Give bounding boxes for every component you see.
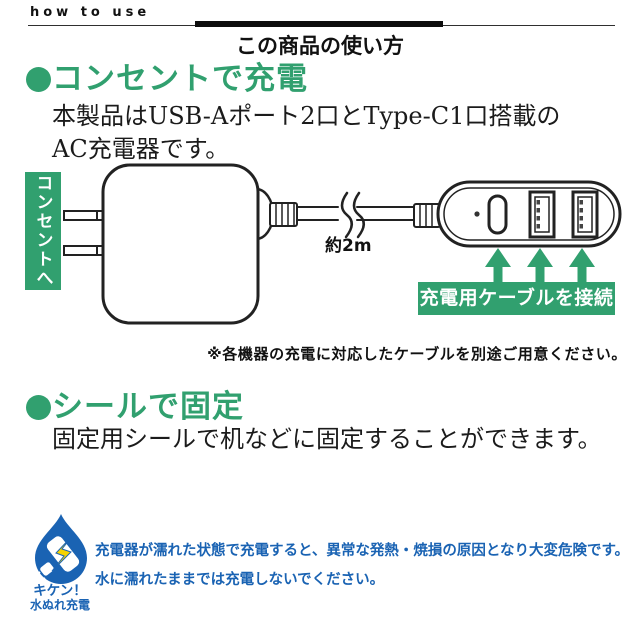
charge-description-line1: 本製品はUSB-Aポート2口とType-C1口搭載の [52,102,561,130]
warning-text-line1: 充電器が濡れた状態で充電すると、異常な発熱・焼損の原因となり大変危険です。 [95,543,630,559]
up-arrow-icon [527,248,553,283]
led-dot [474,211,480,217]
header-thick-rule [195,21,443,27]
ac-adapter-body [101,163,260,325]
connect-cable-banner: 充電用ケーブルを接続 [418,282,615,315]
adapter-strain-relief [269,202,298,227]
hub-strain-relief [413,203,441,228]
cable-note: ※各機器の充電に対応したケーブルを別途ご用意ください。 [207,345,627,363]
plug-prong-lines [35,571,46,582]
type-c-port [487,194,508,235]
outlet-label: コンセントへ [25,172,61,290]
up-arrow-icon [485,248,511,283]
section-heading-seal-label: シールで固定 [52,389,244,425]
usb-a-port-2 [571,190,599,239]
section-heading-charge: コンセントで充電 [26,60,308,98]
up-arrow-icon [569,248,595,283]
usb-cable [296,206,415,221]
warning-caption-line1: キケン！ [33,583,87,599]
section-heading-charge-label: コンセントで充電 [52,61,308,97]
cable-break-mark [340,191,365,239]
warning-text-line2: 水に濡れたままでは充電しないでください。 [95,571,385,588]
lightning-bolt-icon [51,533,75,572]
warning-text: 充電器が濡れた状態で充電すると、異常な発熱・焼損の原因となり大変危険です。 水に… [95,537,629,594]
eyebrow-how-to-use: how to use [30,5,151,20]
plug-shape [40,562,54,576]
page-title: この商品の使い方 [236,33,404,58]
charge-description-line2: AC充電器です。 [52,135,230,163]
green-bullet-icon [26,394,51,420]
seal-description: 固定用シールで机などに固定することができます。 [52,425,602,453]
green-bullet-icon [26,66,51,92]
charge-description: 本製品はUSB-Aポート2口とType-C1口搭載の AC充電器です。 [52,100,560,166]
charger-diagram [63,163,622,325]
usb-a-port-1 [528,190,556,239]
cable-length-label: 約2m [325,236,372,256]
section-heading-seal: シールで固定 [26,388,244,426]
plug-prongs [63,210,107,256]
water-drop-warning-icon [35,514,87,584]
warning-caption-line2: 水ぬれ充電 [29,598,90,612]
warning-caption: キケン！ 水ぬれ充電 [12,584,108,612]
